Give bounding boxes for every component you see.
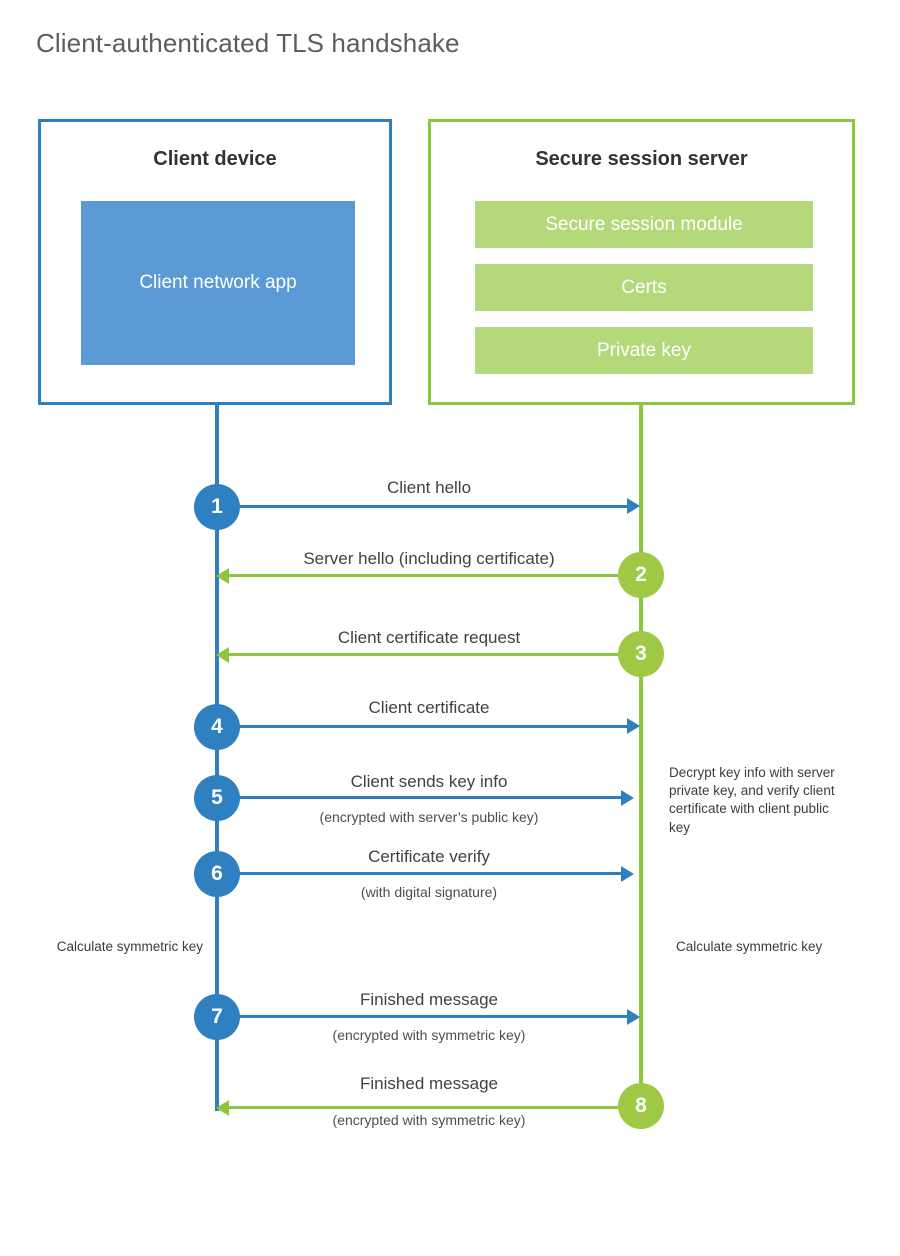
server-component-private-key: Private key xyxy=(475,327,813,374)
step-5-sublabel: (encrypted with server’s public key) xyxy=(319,809,539,825)
step-6-label: Certificate verify xyxy=(368,847,490,866)
step-3-arrow-head xyxy=(216,647,229,663)
server-component-certs: Certs xyxy=(475,264,813,311)
step-7-marker[interactable]: 7 xyxy=(194,994,240,1040)
client-device-box: Client device Client network app xyxy=(38,119,392,405)
step-4-arrow-line xyxy=(217,725,627,728)
server-lifeline xyxy=(639,405,643,1107)
step-6-sublabel: (with digital signature) xyxy=(360,884,498,900)
step-7-label: Finished message xyxy=(360,990,498,1009)
step-8-marker[interactable]: 8 xyxy=(618,1083,664,1129)
step-5-marker[interactable]: 5 xyxy=(194,775,240,821)
step-1-arrow-head xyxy=(627,498,640,514)
step-3-arrow-line xyxy=(229,653,641,656)
client-lifeline xyxy=(215,405,219,1111)
client-network-app-block: Client network app xyxy=(81,201,355,365)
step-6-marker[interactable]: 6 xyxy=(194,851,240,897)
step-5-arrow-line xyxy=(217,796,621,799)
step-1-marker[interactable]: 1 xyxy=(194,484,240,530)
client-device-title: Client device xyxy=(153,148,277,170)
step-2-marker[interactable]: 2 xyxy=(618,552,664,598)
step-7-sublabel: (encrypted with symmetric key) xyxy=(332,1027,526,1043)
step-1-label: Client hello xyxy=(386,478,472,497)
secure-session-server-box: Secure session server Secure session mod… xyxy=(428,119,855,405)
step-2-arrow-head xyxy=(216,568,229,584)
step-1-arrow-line xyxy=(217,505,627,508)
step-8-sublabel: (encrypted with symmetric key) xyxy=(332,1112,526,1128)
step-6-arrow-line xyxy=(217,872,621,875)
step-8-arrow-line xyxy=(229,1106,641,1109)
step-7-arrow-line xyxy=(217,1015,627,1018)
step-4-label: Client certificate xyxy=(368,698,490,717)
client-calculate-symmetric-key-note: Calculate symmetric key xyxy=(56,939,203,954)
step-5-arrow-head xyxy=(621,790,634,806)
step-3-label: Client certificate request xyxy=(337,628,521,647)
step-2-arrow-line xyxy=(229,574,641,577)
step-2-label: Server hello (including certificate) xyxy=(303,549,555,568)
page-title: Client-authenticated TLS handshake xyxy=(36,28,460,58)
server-decrypt-note: Decrypt key info with server private key… xyxy=(669,765,835,835)
step-3-marker[interactable]: 3 xyxy=(618,631,664,677)
step-5-label: Client sends key info xyxy=(350,772,508,791)
step-4-arrow-head xyxy=(627,718,640,734)
step-8-label: Finished message xyxy=(360,1074,498,1093)
step-4-marker[interactable]: 4 xyxy=(194,704,240,750)
step-7-arrow-head xyxy=(627,1009,640,1025)
step-8-arrow-head xyxy=(216,1100,229,1116)
step-6-arrow-head xyxy=(621,866,634,882)
server-calculate-symmetric-key-note: Calculate symmetric key xyxy=(676,939,823,954)
server-component-secure-session-module: Secure session module xyxy=(475,201,813,248)
secure-session-server-title: Secure session server xyxy=(535,148,748,170)
